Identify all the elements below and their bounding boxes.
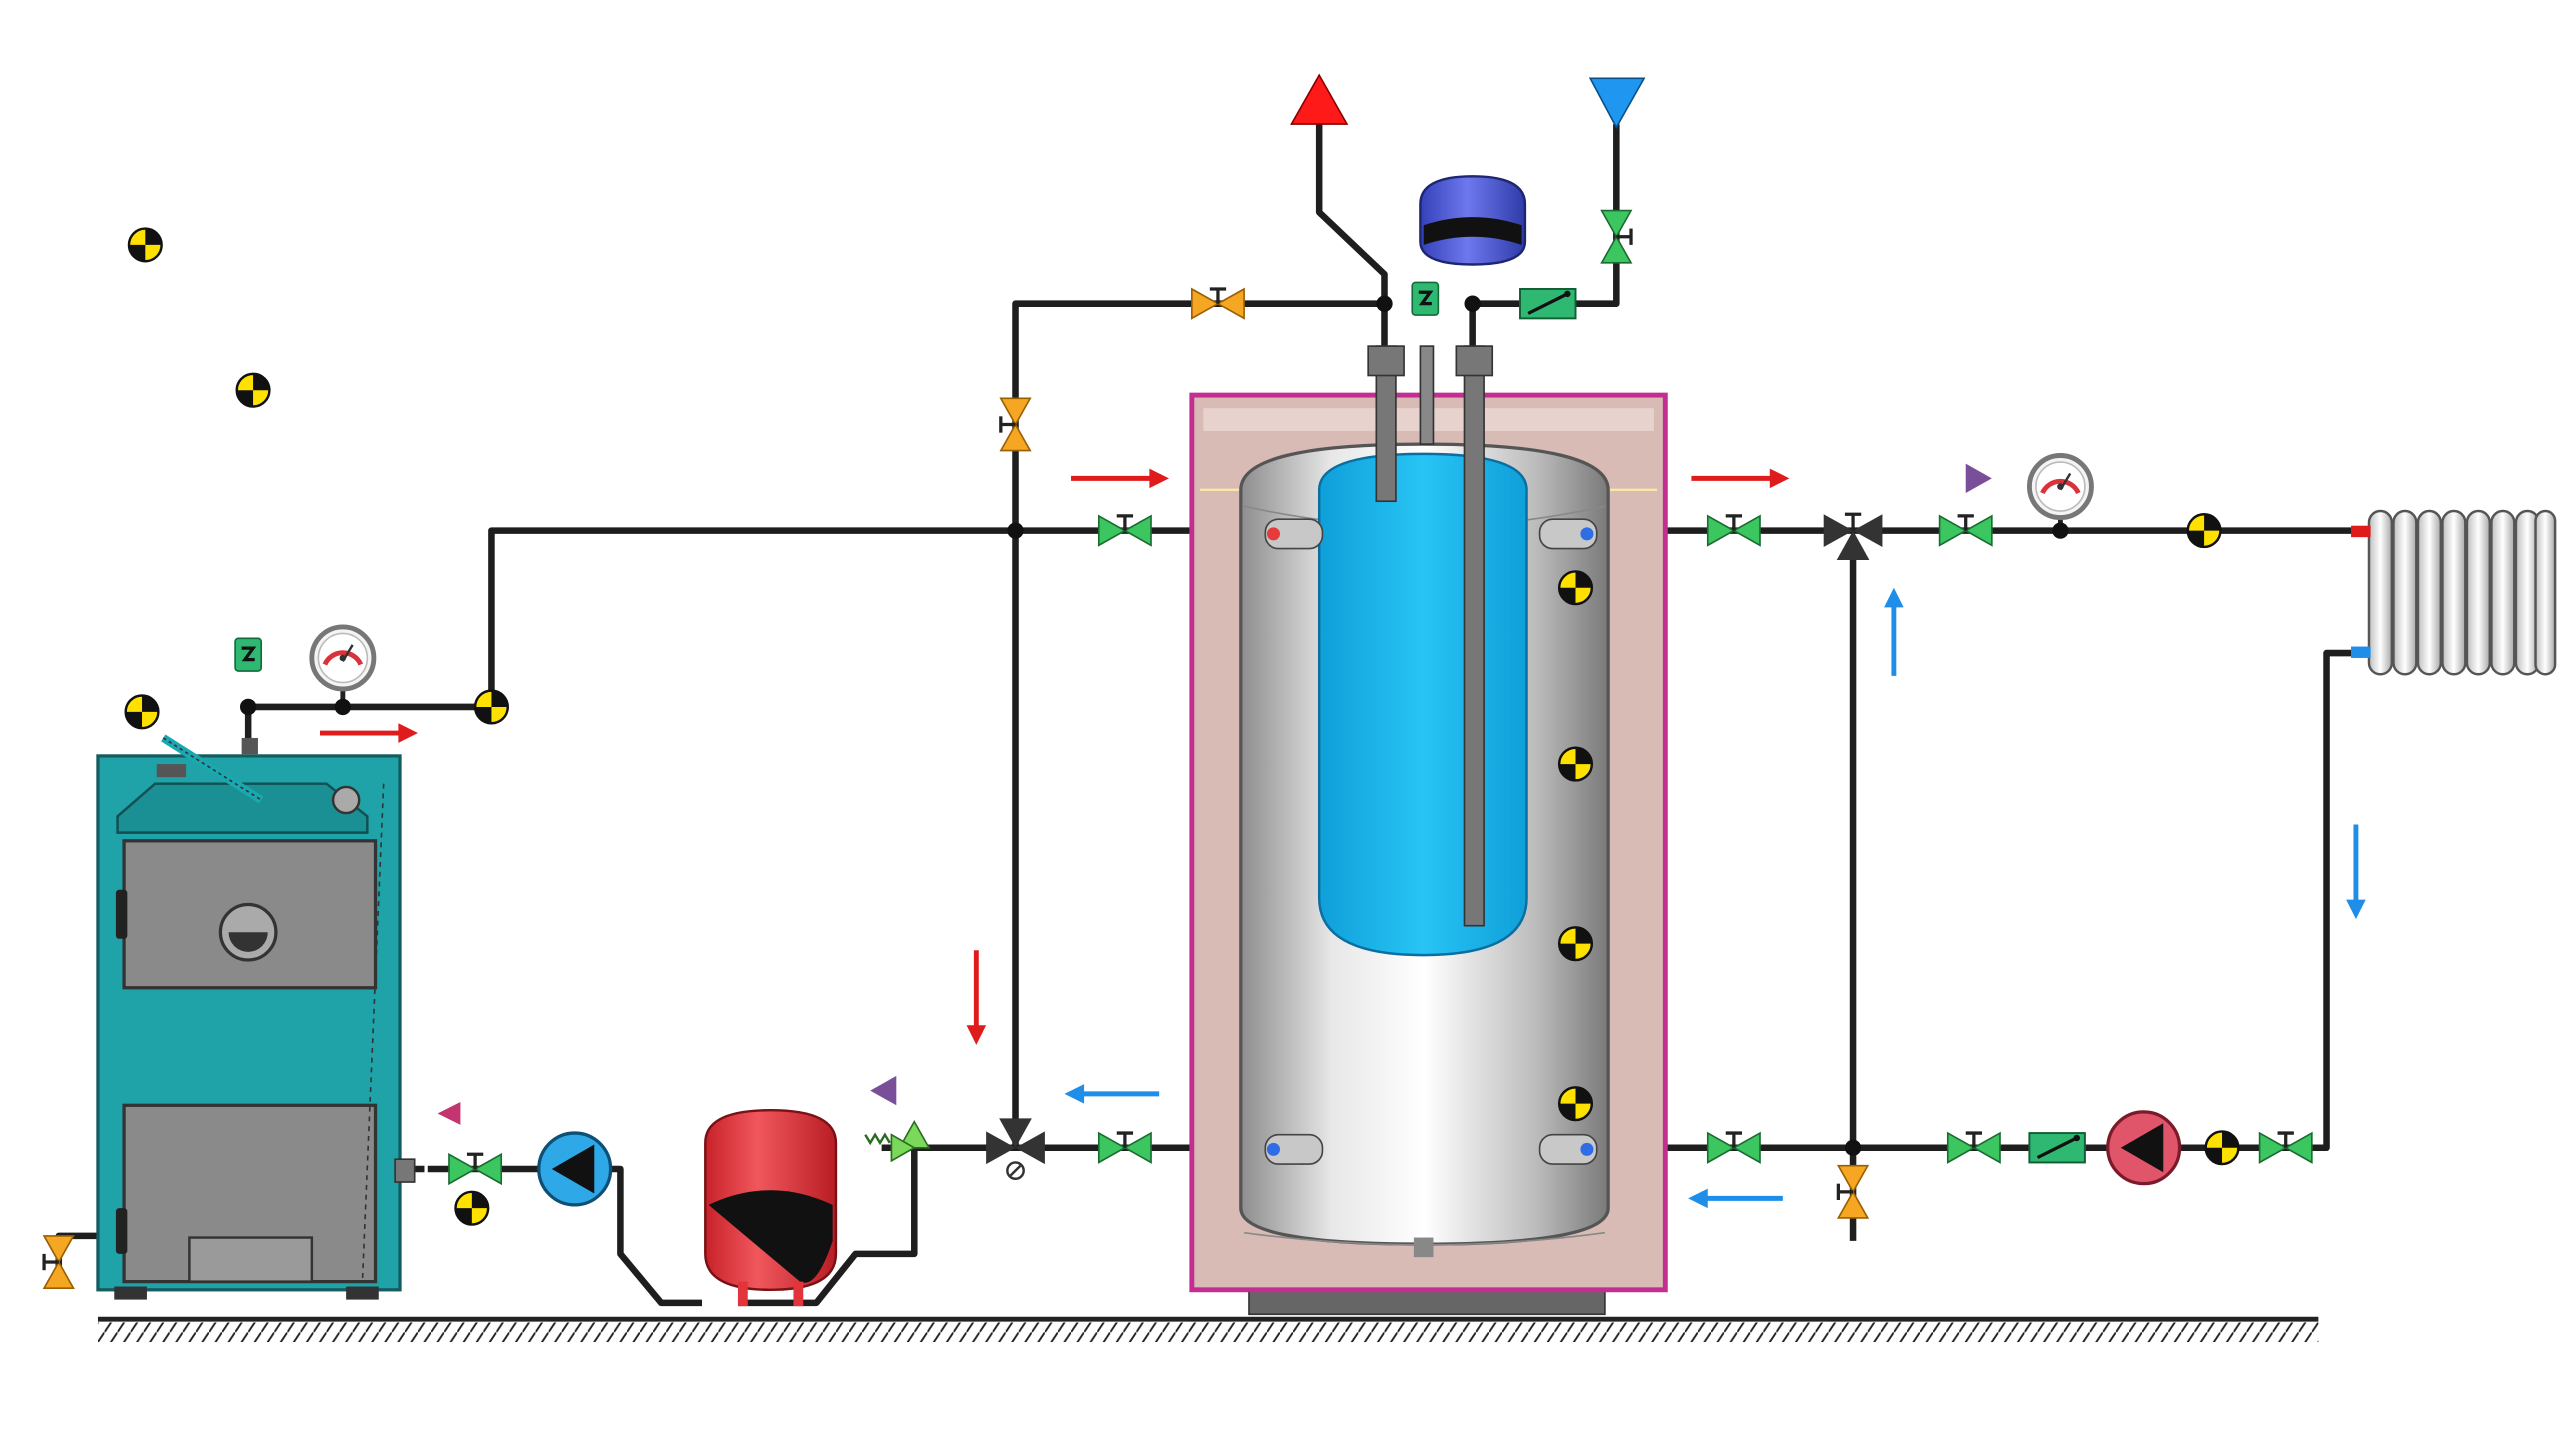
three-way-valve-boiler — [986, 1118, 1045, 1180]
boiler — [96, 734, 416, 1300]
cold-arrow-icon — [2346, 824, 2366, 920]
radiator — [2351, 509, 2557, 676]
hot-arrow-icon — [1691, 468, 1790, 489]
heating-pump — [2106, 1110, 2182, 1186]
heating-expansion-vessel — [704, 1108, 838, 1307]
floor — [97, 1316, 2319, 1343]
mixed-arrow-icon — [1893, 463, 1992, 494]
cold-arrow-icon — [1884, 587, 1904, 676]
cold-arrow-icon — [1064, 1084, 1160, 1104]
mixed-arrow-icon — [870, 1075, 970, 1106]
hot-arrow-icon — [320, 723, 418, 743]
cold-arrow-icon — [1688, 1188, 1783, 1209]
hot-arrow-icon — [1071, 468, 1169, 489]
cold-water-inlet-icon — [1588, 77, 1646, 130]
flow-arrows — [320, 463, 2366, 1209]
hot-water-outlet-icon — [1290, 73, 1349, 125]
safety-valve — [864, 1119, 931, 1163]
temperature-sensors — [124, 227, 2240, 1226]
mixed-arrow-icon — [437, 1102, 536, 1125]
three-way-valve-heating — [1823, 512, 1883, 560]
hot-arrow-icon — [966, 950, 987, 1045]
buffer-tank — [1189, 345, 1668, 1316]
pipe-junctions — [240, 295, 2069, 1156]
boiler-pump — [537, 1131, 613, 1207]
dhw-expansion-vessel — [1419, 175, 1527, 266]
